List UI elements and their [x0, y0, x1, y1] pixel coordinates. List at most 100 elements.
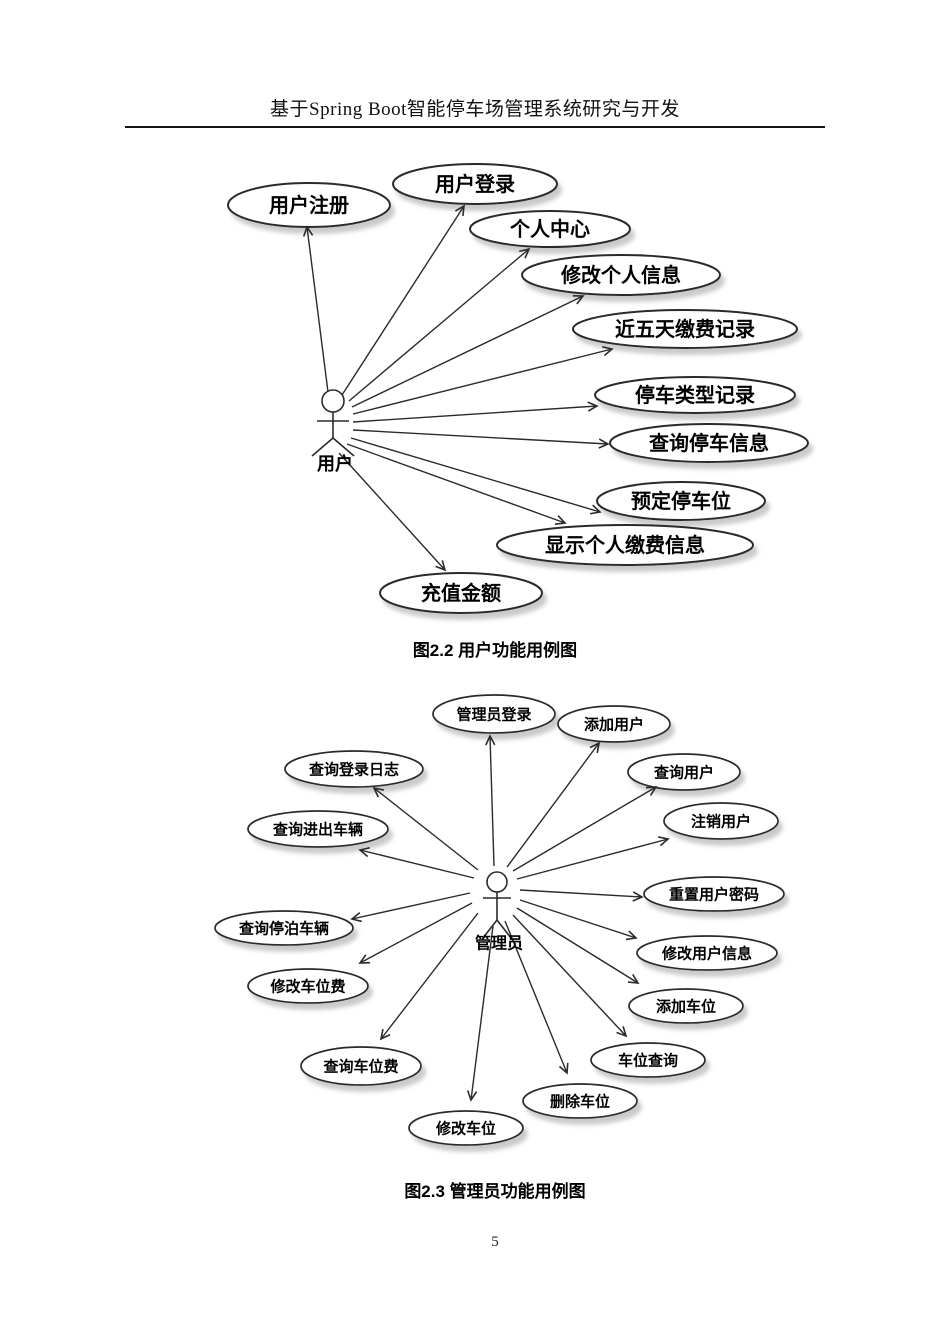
use-case-node: 管理员登录: [432, 694, 556, 867]
association-arrow: [351, 296, 583, 408]
actor-leg: [332, 437, 355, 457]
use-case-label: 添加车位: [656, 998, 716, 1016]
use-case-ellipse: [636, 935, 778, 971]
use-case-ellipse: [379, 572, 543, 614]
use-case-node: 预定停车位: [350, 437, 766, 521]
use-case-node: 近五天缴费记录: [352, 309, 798, 415]
use-case-ellipse: [214, 910, 354, 946]
actor-leg: [482, 919, 498, 939]
use-case-ellipse: [284, 750, 424, 788]
use-case-node: 重置用户密码: [519, 876, 785, 912]
association-arrow: [338, 452, 445, 570]
association-arrow: [350, 437, 600, 512]
use-case-ellipse: [590, 1042, 706, 1078]
use-case-label: 修改个人信息: [560, 263, 681, 287]
use-case-ellipse: [627, 753, 741, 791]
use-case-node: 查询进出车辆: [247, 810, 475, 879]
use-case-node: 修改个人信息: [351, 254, 721, 408]
use-case-label: 停车类型记录: [635, 383, 755, 407]
use-case-node: 修改车位费: [247, 902, 473, 1004]
association-arrow: [374, 788, 479, 871]
use-case-node: 查询停车信息: [352, 423, 809, 463]
association-arrow: [512, 914, 626, 1036]
association-arrow: [352, 892, 471, 919]
association-arrow: [352, 429, 608, 444]
use-case-ellipse: [432, 694, 556, 734]
association-arrow: [516, 839, 668, 880]
association-arrow: [490, 736, 494, 867]
use-case-label: 添加用户: [584, 716, 644, 734]
use-case-node: 查询登录日志: [284, 750, 479, 871]
use-case-node: 添加用户: [506, 705, 671, 868]
association-arrow: [471, 925, 494, 1100]
use-case-label: 重置用户密码: [669, 886, 759, 904]
use-case-ellipse: [609, 423, 809, 463]
use-case-ellipse: [643, 876, 785, 912]
actor-head-icon: [321, 389, 345, 413]
use-case-node: 查询车位费: [300, 912, 479, 1086]
use-case-node: 用户注册: [227, 182, 391, 393]
association-arrow: [307, 227, 329, 393]
figure-caption: 图2.2 用户功能用例图: [412, 641, 578, 660]
use-case-label: 用户登录: [435, 172, 515, 196]
use-case-ellipse: [594, 376, 796, 414]
use-case-label: 查询车位费: [323, 1058, 398, 1076]
actor-leg: [496, 919, 512, 939]
association-arrow: [512, 787, 656, 872]
use-case-label: 查询进出车辆: [273, 821, 363, 839]
use-case-label: 查询停车信息: [649, 431, 769, 455]
user-usecase-diagram: 用户注册 用户登录个人中心修改个人信息近五天缴费记录停车类型记录查询停车信息预定停…: [227, 163, 809, 614]
association-arrow: [360, 850, 475, 879]
association-arrow: [348, 249, 529, 402]
use-case-node: 显示个人缴费信息: [346, 443, 754, 566]
document-header: 基于Spring Boot智能停车场管理系统研究与开发: [125, 94, 825, 128]
use-case-label: 注销用户: [691, 813, 751, 831]
use-case-label: 预定停车位: [631, 489, 731, 513]
association-arrow: [360, 902, 473, 963]
use-case-label: 近五天缴费记录: [615, 317, 755, 341]
use-case-node: 查询用户: [512, 753, 741, 872]
use-case-ellipse: [557, 705, 671, 743]
use-case-node: 修改车位: [408, 925, 524, 1146]
use-case-label: 查询用户: [654, 764, 714, 782]
use-case-node: 删除车位: [504, 920, 638, 1119]
actor-label: 用户: [317, 453, 353, 474]
header-title: 基于Spring Boot智能停车场管理系统研究与开发: [270, 99, 680, 120]
use-case-ellipse: [408, 1110, 524, 1146]
actor-figure: 用户: [311, 389, 355, 474]
actor-head-icon: [486, 871, 508, 893]
actor-label: 管理员: [475, 934, 523, 953]
association-arrow: [381, 912, 479, 1039]
association-arrow: [519, 889, 642, 897]
use-case-node: 修改用户信息: [519, 899, 778, 971]
use-case-ellipse: [572, 309, 798, 349]
use-case-ellipse: [596, 481, 766, 521]
actor-leg: [311, 437, 334, 457]
use-case-label: 查询登录日志: [309, 761, 399, 779]
association-arrow: [352, 406, 597, 423]
use-case-label: 用户注册: [269, 193, 349, 217]
use-case-ellipse: [247, 810, 389, 848]
use-case-label: 修改车位: [435, 1120, 496, 1138]
association-arrow: [346, 443, 565, 523]
association-arrow: [341, 206, 464, 396]
use-case-node: 个人中心: [348, 210, 631, 402]
use-case-label: 删除车位: [550, 1093, 610, 1111]
use-case-ellipse: [522, 1083, 638, 1119]
use-case-ellipse: [663, 802, 779, 840]
page-number: 5: [491, 1234, 499, 1250]
figure-caption: 图2.3 管理员功能用例图: [404, 1182, 586, 1201]
association-arrow: [519, 899, 636, 938]
use-case-label: 查询停泊车辆: [239, 920, 329, 938]
use-case-node: 添加车位: [516, 907, 744, 1024]
use-case-label: 充值金额: [421, 581, 501, 605]
use-case-node: 查询停泊车辆: [214, 892, 471, 946]
use-case-ellipse: [521, 254, 721, 296]
use-case-label: 车位查询: [618, 1052, 678, 1070]
association-arrow: [352, 349, 612, 415]
use-case-node: 用户登录: [341, 163, 558, 396]
use-case-node: 停车类型记录: [352, 376, 796, 423]
